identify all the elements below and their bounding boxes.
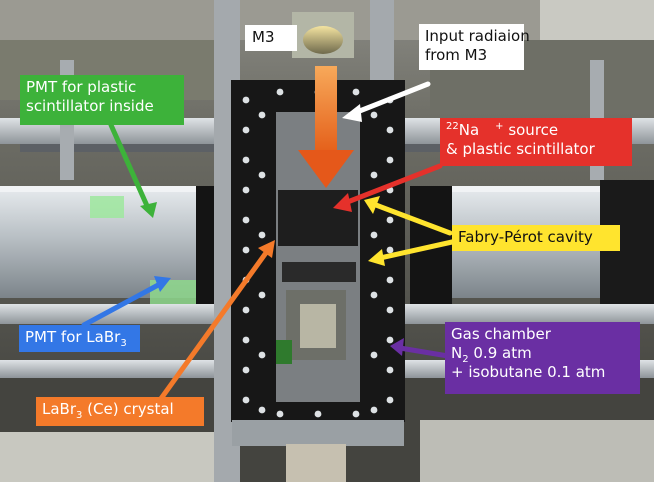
label-pmt-plastic-line1: PMT for plastic bbox=[26, 78, 137, 96]
label-na-line2: & plastic scintillator bbox=[446, 140, 595, 158]
label-pmt-labr-prefix: PMT for LaBr bbox=[25, 328, 121, 346]
label-gas-line3: + isobutane 0.1 atm bbox=[451, 363, 606, 381]
label-m3-text: M3 bbox=[252, 28, 275, 46]
label-crystal-text: LaBr3 (Ce) crystal bbox=[42, 400, 198, 421]
label-fabry-perot: Fabry-Pérot cavity bbox=[452, 225, 620, 251]
label-pmt-plastic: PMT for plastic scintillator inside bbox=[20, 75, 184, 125]
label-pmt-labr-text: PMT for LaBr3 bbox=[25, 328, 134, 349]
label-gas-chamber: Gas chamber N2 0.9 atm + isobutane 0.1 a… bbox=[445, 322, 640, 394]
label-na-charge: + bbox=[495, 121, 504, 132]
radiation-arrow bbox=[298, 66, 354, 188]
label-m3: M3 bbox=[245, 25, 297, 51]
label-na-element: Na bbox=[458, 121, 480, 139]
pointer-arrows bbox=[81, 81, 455, 403]
label-gas-n-sub: 2 bbox=[462, 354, 469, 365]
label-na-source-word: source bbox=[503, 121, 559, 139]
label-gas-line1: Gas chamber bbox=[451, 325, 551, 343]
label-na-mass-number: 22 bbox=[446, 121, 459, 132]
label-na-source: 22Na + source & plastic scintillator bbox=[440, 118, 632, 166]
label-gas-n: N bbox=[451, 344, 463, 362]
label-pmt-plastic-line2: scintillator inside bbox=[26, 97, 154, 115]
label-pmt-labr: PMT for LaBr3 bbox=[19, 325, 140, 352]
label-labr-crystal: LaBr3 (Ce) crystal bbox=[36, 397, 204, 426]
label-na-line1: 22Na + source bbox=[446, 121, 626, 140]
label-input-line2: from M3 bbox=[425, 46, 488, 64]
label-crystal-prefix: LaBr bbox=[42, 400, 77, 418]
label-crystal-sub: 3 bbox=[76, 410, 83, 421]
label-fabry-perot-text: Fabry-Pérot cavity bbox=[458, 228, 593, 246]
label-input-radiation: Input radiaion from M3 bbox=[419, 24, 530, 70]
label-input-line1: Input radiaion bbox=[425, 27, 530, 45]
label-crystal-suffix: (Ce) crystal bbox=[82, 400, 174, 418]
label-pmt-labr-sub: 3 bbox=[120, 338, 127, 349]
label-gas-line2: N2 0.9 atm bbox=[451, 344, 634, 365]
label-gas-pressure: 0.9 atm bbox=[468, 344, 532, 362]
